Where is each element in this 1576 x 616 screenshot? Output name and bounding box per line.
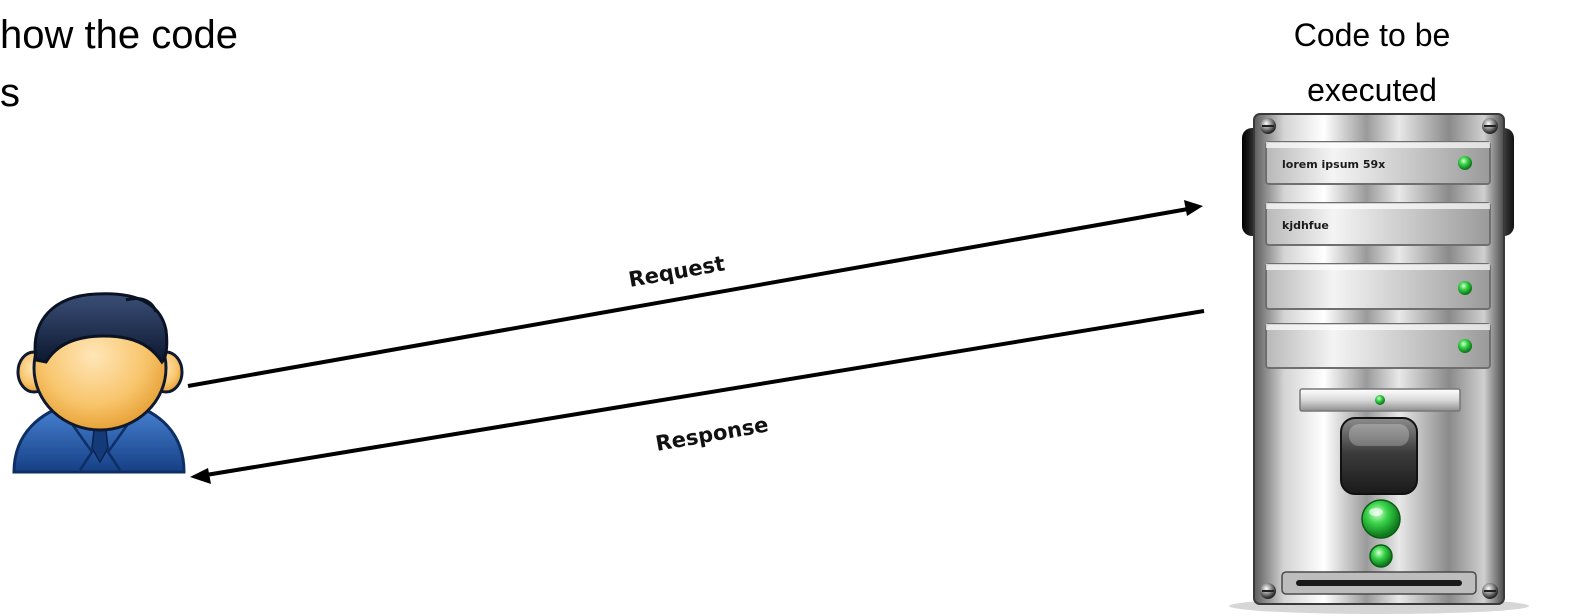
power-led-icon	[1375, 395, 1385, 405]
user-avatar-icon	[12, 292, 186, 474]
indicator-strip	[1299, 388, 1461, 412]
bottom-vent	[1281, 571, 1477, 595]
drive-bay	[1265, 263, 1491, 310]
activity-led-icon	[1369, 544, 1393, 568]
drive-bay: kjdhfue	[1265, 202, 1491, 246]
server-caption-line-2: executed	[1307, 72, 1437, 108]
drive-bay-label: kjdhfue	[1282, 219, 1329, 232]
request-arrow	[187, 200, 1203, 388]
request-label: Request	[627, 251, 727, 292]
power-button-icon	[1340, 417, 1418, 495]
status-led-icon	[1458, 156, 1472, 170]
server-caption: Code to be executed	[1252, 8, 1492, 118]
response-arrow	[190, 309, 1205, 484]
response-label: Response	[654, 412, 771, 455]
drive-bay-label: lorem ipsum 59x	[1282, 158, 1385, 171]
server-caption-line-1: Code to be	[1293, 17, 1451, 53]
heading-line-2: s	[0, 71, 20, 115]
drive-bay	[1265, 323, 1491, 369]
status-led-icon	[1458, 339, 1472, 353]
status-led-icon	[1458, 281, 1472, 295]
activity-led-icon	[1361, 499, 1401, 539]
heading-fragment: how the code s	[0, 6, 238, 122]
heading-line-1: how the code	[0, 13, 238, 57]
drive-bay: lorem ipsum 59x	[1265, 141, 1491, 185]
